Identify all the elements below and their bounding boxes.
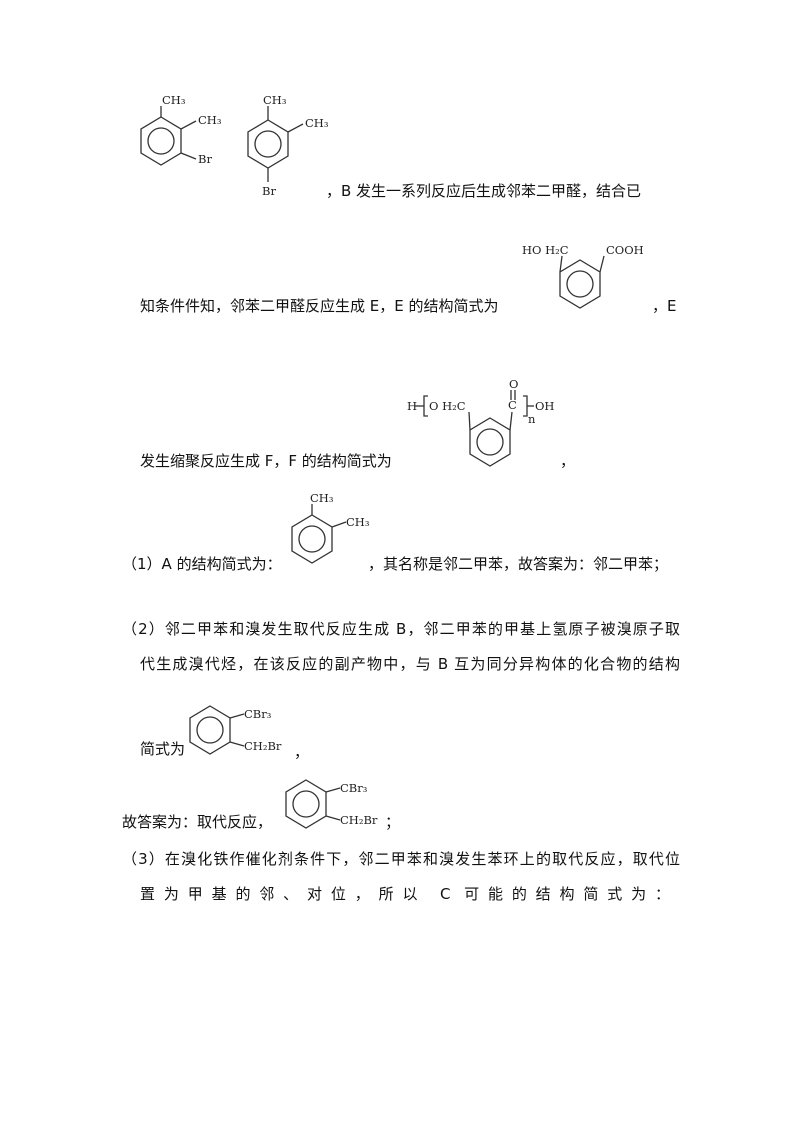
paragraph-line: ，E <box>652 297 677 315</box>
cooh-label: COOH <box>606 243 644 257</box>
structure-isomer-cbr3-2: CBr₃ CH₂Br <box>285 779 378 829</box>
structure-isomer-cbr3-1: CBr₃ CH₂Br <box>189 705 282 755</box>
ch3-label: CH₃ <box>162 93 186 107</box>
aromatic-circle <box>147 127 175 155</box>
ch2oh-label: HO H₂C <box>522 243 569 257</box>
benzene-ring <box>247 119 289 169</box>
aromatic-circle <box>196 716 224 744</box>
structure-bromo-xylene-2: CH₃ CH₃ Br <box>247 93 329 198</box>
br-label: Br <box>262 184 276 198</box>
aromatic-circle <box>254 130 282 158</box>
structure-bromo-xylene-1: CH₃ CH₃ Br <box>140 93 222 166</box>
question-2-line: ， <box>294 743 310 761</box>
ch3-label: CH₃ <box>305 116 329 130</box>
question-1-line: ，其名称是邻二甲苯，故答案为：邻二甲苯； <box>368 555 669 573</box>
aromatic-circle <box>566 270 594 298</box>
benzene-ring <box>285 779 327 829</box>
benzene-ring <box>559 259 601 309</box>
structure-a-o-xylene: CH₃ CH₃ <box>291 491 370 564</box>
question-1-line: （1）A 的结构简式为： <box>122 555 282 573</box>
structure-e: HO H₂C COOH <box>522 243 644 309</box>
question-3-line: 置为甲基的邻、对位，所以 C 可能的结构简式为： <box>140 885 670 903</box>
ch2br-label: CH₂Br <box>244 739 282 753</box>
ch2br-label: CH₂Br <box>340 813 378 827</box>
benzene-ring <box>291 514 333 564</box>
question-2-line: 简式为 <box>140 740 186 758</box>
h-label: H <box>407 399 417 413</box>
o-ch2-label: O H₂C <box>429 399 466 413</box>
aromatic-circle <box>298 525 326 553</box>
paragraph-line: ，B 发生一系列反应后生成邻苯二甲醛，结合已 <box>326 182 642 200</box>
benzene-ring <box>469 417 511 467</box>
repeat-n-label: n <box>528 412 536 426</box>
polymer-bracket-left <box>423 395 428 417</box>
carbonyl-c-label: C <box>508 398 517 412</box>
oh-label: OH <box>535 399 554 413</box>
paragraph-line: 知条件件知，邻苯二甲醛反应生成 E，E 的结构简式为 <box>140 297 499 315</box>
carbonyl-o-label: O <box>509 377 518 391</box>
ch3-label: CH₃ <box>263 93 287 107</box>
structure-f-polymer: H O H₂C C O n OH <box>407 377 554 467</box>
cbr3-label: CBr₃ <box>340 781 368 795</box>
question-3-line: （3）在溴化铁作催化剂条件下，邻二甲苯和溴发生苯环上的取代反应，取代位 <box>122 850 680 868</box>
question-2-line: 故答案为：取代反应， <box>122 813 273 831</box>
aromatic-circle <box>476 428 504 456</box>
paragraph-line: 发生缩聚反应生成 F，F 的结构简式为 <box>140 452 392 470</box>
benzene-ring <box>189 705 231 755</box>
question-2-line: 代生成溴代烃，在该反应的副产物中，与 B 互为同分异构体的化合物的结构 <box>140 655 680 673</box>
ch3-label: CH₃ <box>346 515 370 529</box>
question-2-line: ； <box>385 813 401 831</box>
question-2-line: （2）邻二甲苯和溴发生取代反应生成 B，邻二甲苯的甲基上氢原子被溴原子取 <box>122 620 680 638</box>
polymer-bracket-right <box>523 395 528 417</box>
ch3-label: CH₃ <box>198 113 222 127</box>
aromatic-circle <box>292 790 320 818</box>
paragraph-line: ， <box>560 452 576 470</box>
benzene-ring <box>140 116 182 166</box>
br-label: Br <box>198 152 212 166</box>
cbr3-label: CBr₃ <box>244 707 272 721</box>
ch3-label: CH₃ <box>310 491 334 505</box>
